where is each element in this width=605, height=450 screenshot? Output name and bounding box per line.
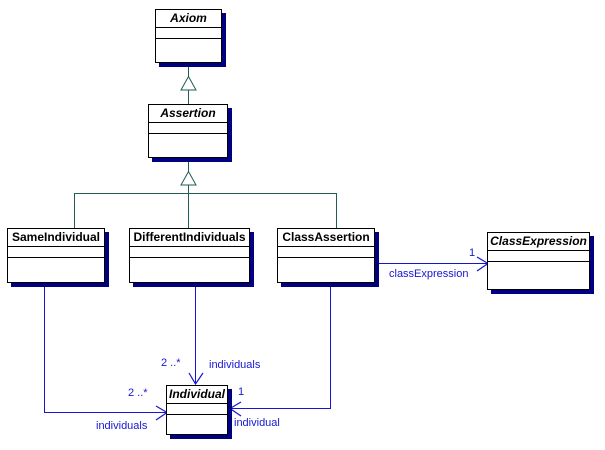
association-arrowhead-individual-from-different xyxy=(188,372,204,386)
class-name-same-individual: SameIndividual xyxy=(8,229,104,247)
class-box-assertion[interactable]: Assertion xyxy=(148,104,228,158)
class-box-class-expression[interactable]: ClassExpression xyxy=(487,232,590,290)
role-label-individual-from-class-assertion: individual xyxy=(234,417,280,429)
class-name-different-individuals: DifferentIndividuals xyxy=(130,229,249,247)
association-same-individual-individual-horizontal xyxy=(44,412,166,413)
class-attributes-same-individual xyxy=(8,247,104,258)
generalization-riser-class-assertion xyxy=(336,193,337,228)
association-same-individual-individual-vertical xyxy=(44,283,45,413)
class-box-axiom[interactable]: Axiom xyxy=(155,9,222,63)
generalization-bus-drop xyxy=(188,184,189,194)
generalization-assertion-stem xyxy=(188,158,189,172)
class-name-class-expression: ClassExpression xyxy=(488,233,589,251)
class-attributes-class-expression xyxy=(488,251,589,262)
class-box-different-individuals[interactable]: DifferentIndividuals xyxy=(129,228,250,283)
class-name-axiom: Axiom xyxy=(156,10,221,28)
role-label-class-expression: classExpression xyxy=(389,268,469,280)
generalization-riser-same-individual xyxy=(74,193,75,228)
class-box-individual[interactable]: Individual xyxy=(166,385,228,435)
class-name-class-assertion: ClassAssertion xyxy=(278,229,374,247)
generalization-bus xyxy=(74,193,336,194)
association-class-assertion-class-expression-line xyxy=(375,263,488,264)
class-attributes-class-assertion xyxy=(278,247,374,258)
multiplicity-individual-from-different-individuals: 2 ..* xyxy=(161,357,181,369)
association-arrowhead-individual-from-class-assertion xyxy=(228,401,242,417)
class-attributes-individual xyxy=(167,404,227,415)
generalization-triangle-assertion xyxy=(180,171,197,186)
class-box-same-individual[interactable]: SameIndividual xyxy=(7,228,105,283)
multiplicity-individual-from-class-assertion: 1 xyxy=(238,386,245,398)
role-label-individuals-from-different-individuals: individuals xyxy=(209,359,261,371)
role-label-individuals-from-same-individual: individuals xyxy=(96,420,148,432)
class-attributes-different-individuals xyxy=(130,247,249,258)
class-name-assertion: Assertion xyxy=(149,105,227,123)
class-name-individual: Individual xyxy=(167,386,227,404)
association-different-individuals-individual-line xyxy=(195,283,196,383)
generalization-riser-different-individuals xyxy=(188,193,189,228)
association-class-assertion-individual-vertical xyxy=(330,283,331,409)
multiplicity-class-expression: 1 xyxy=(469,247,476,259)
association-class-assertion-individual-horizontal xyxy=(228,408,331,409)
class-box-class-assertion[interactable]: ClassAssertion xyxy=(277,228,375,283)
class-attributes-axiom xyxy=(156,28,221,39)
generalization-triangle-axiom xyxy=(180,76,197,91)
generalization-assertion-axiom-stem xyxy=(188,63,189,77)
class-attributes-assertion xyxy=(149,123,227,134)
generalization-assertion-axiom-tail xyxy=(188,89,189,104)
multiplicity-individual-from-same-individual: 2 ..* xyxy=(128,387,148,399)
